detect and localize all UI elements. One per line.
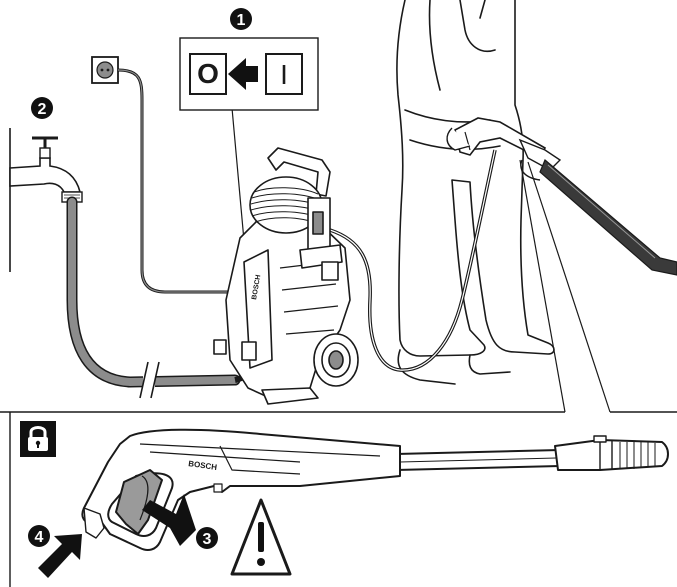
switch-off-symbol: O	[197, 58, 219, 89]
callout-line	[520, 160, 565, 412]
step-marker-1: 1	[230, 8, 252, 30]
held-spray-gun	[447, 118, 677, 275]
step-marker-2: 2	[31, 97, 53, 119]
callout-line	[528, 162, 610, 412]
power-socket-icon	[92, 57, 118, 83]
svg-text:3: 3	[203, 531, 212, 548]
pressure-washer-unit: BOSCH	[214, 148, 358, 404]
padlock-icon	[20, 421, 56, 457]
svg-text:2: 2	[38, 101, 47, 118]
spray-gun-detail	[82, 430, 668, 550]
operator-figure	[397, 0, 554, 384]
step-marker-4: 4	[28, 525, 50, 547]
svg-text:4: 4	[35, 529, 44, 546]
step-marker-3: 3	[196, 527, 218, 549]
svg-text:1: 1	[237, 12, 246, 29]
power-switch-callout: O I	[180, 38, 318, 110]
switch-on-symbol: I	[280, 59, 288, 90]
warning-triangle-icon	[232, 500, 290, 574]
